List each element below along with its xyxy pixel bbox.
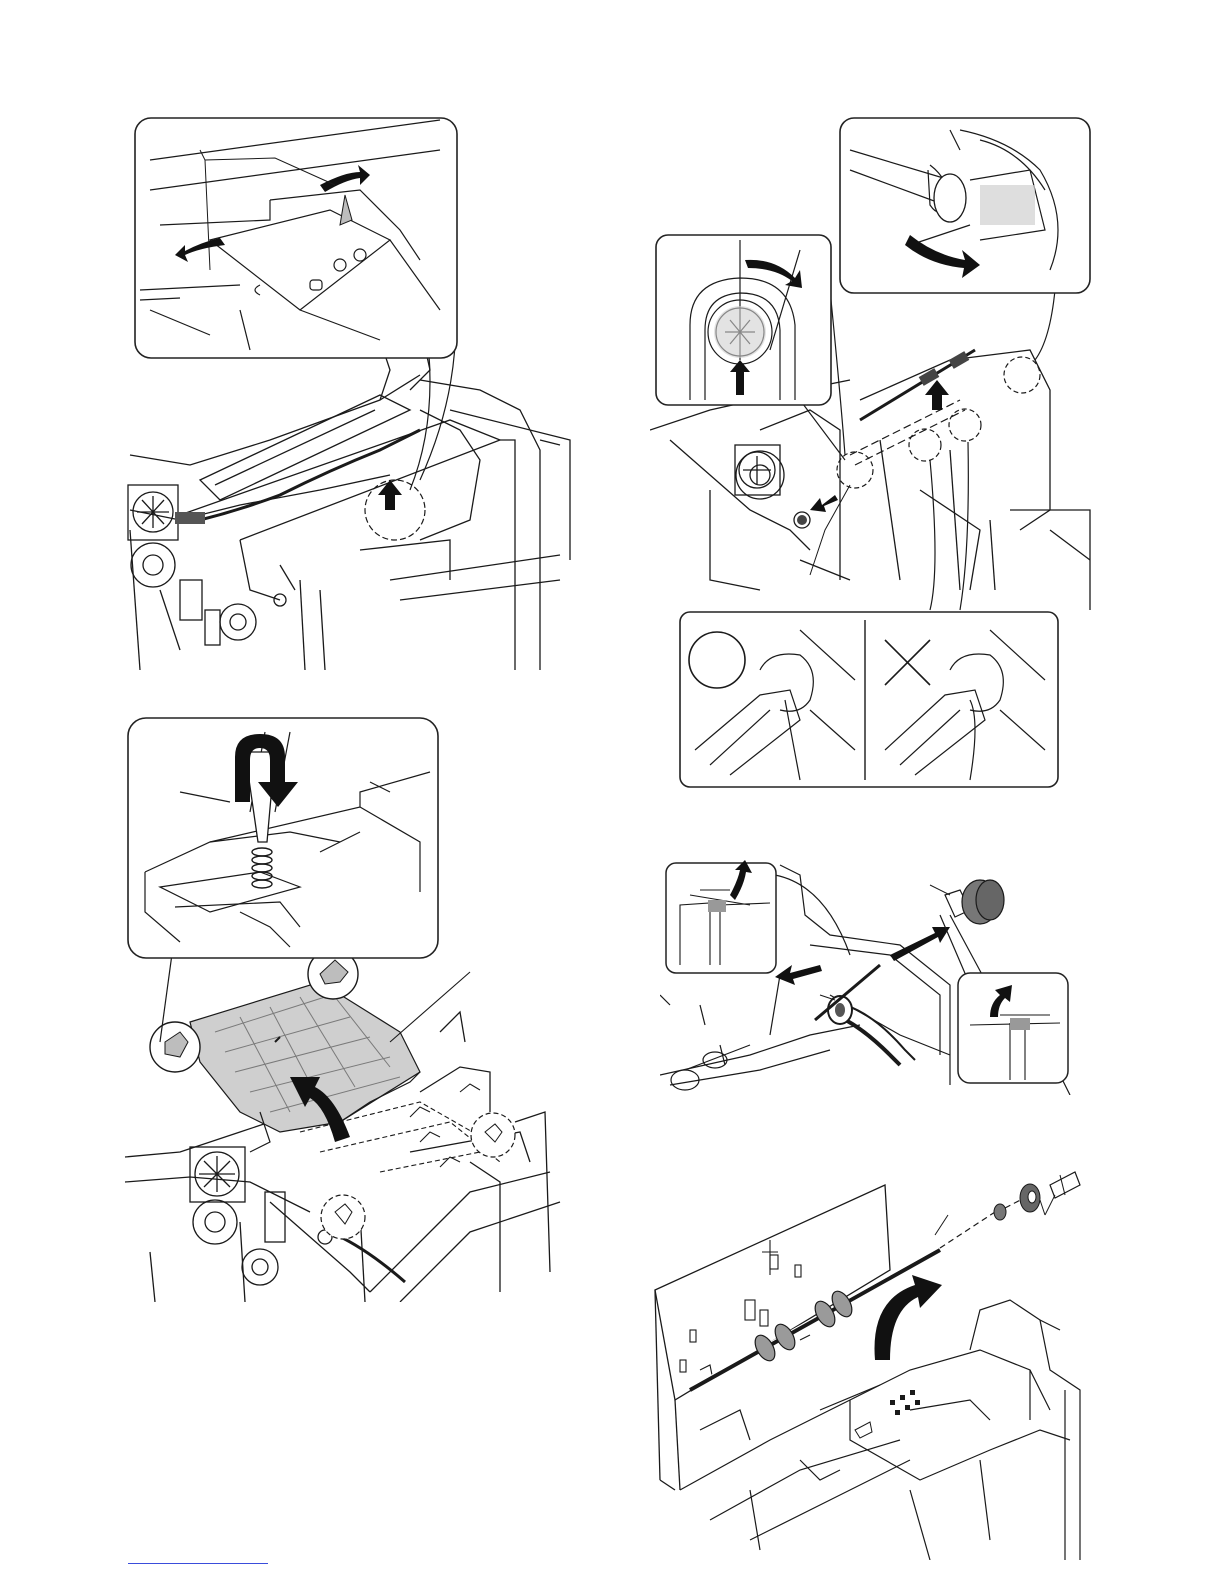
figure-bottom-right [650,1160,1090,1560]
figure-top-left [120,110,580,670]
figure-middle-left [120,712,580,1302]
footer-link-underline[interactable] [128,1563,268,1564]
figure-middle-right [660,855,1080,1095]
figure-top-right [650,110,1100,800]
